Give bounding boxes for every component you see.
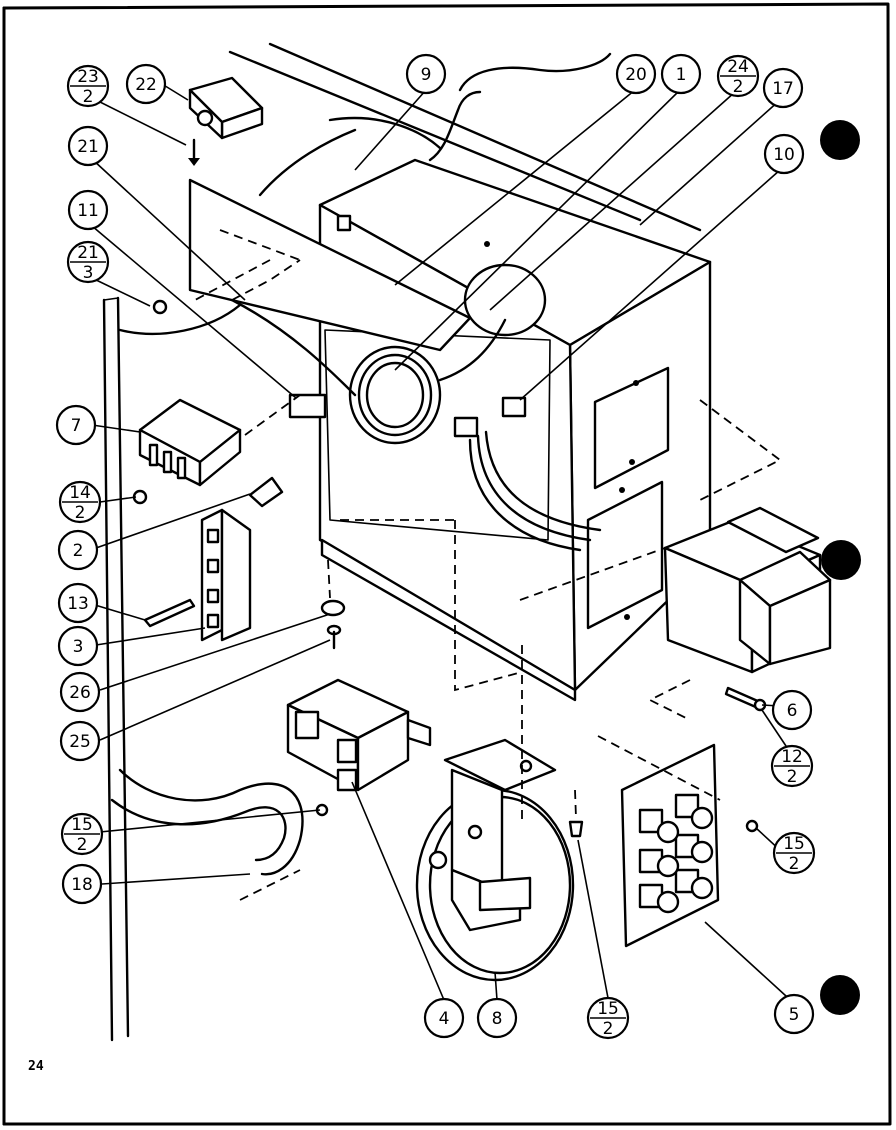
cabinet-side-rail <box>102 296 130 1042</box>
screw <box>152 299 168 315</box>
callout-9-label: 9 <box>421 65 432 85</box>
callout-15-2-bottom-bottom: 2 <box>603 1019 614 1039</box>
fan-motor <box>415 738 575 982</box>
callout-12-2: 12 2 <box>770 744 814 788</box>
callout-23-2: 23 2 <box>66 64 110 108</box>
callout-12-2-bottom: 2 <box>787 767 798 787</box>
punch-hole <box>820 120 860 160</box>
callout-24-2: 24 2 <box>716 54 760 98</box>
callout-21: 21 <box>67 125 109 167</box>
callout-25: 25 <box>59 720 101 762</box>
selector-switch <box>597 735 721 948</box>
callout-1-label: 1 <box>676 65 687 85</box>
callout-23-2-bottom: 2 <box>83 87 94 107</box>
callout-25-label: 25 <box>69 732 91 752</box>
callout-6: 6 <box>771 689 813 731</box>
callout-10-label: 10 <box>773 145 795 165</box>
flexible-conduit <box>110 768 304 901</box>
callout-14-2-top: 14 <box>69 483 91 503</box>
binder-holes <box>820 120 861 1015</box>
callout-3: 3 <box>57 625 99 667</box>
leader-lines <box>87 83 791 1001</box>
screw <box>724 686 767 712</box>
callout-6-label: 6 <box>787 701 798 721</box>
screw <box>745 819 759 833</box>
callout-15-2-right-bottom: 2 <box>789 854 800 874</box>
callout-24-2-top: 24 <box>727 57 749 77</box>
callout-4: 4 <box>423 997 465 1039</box>
callout-11-label: 11 <box>77 201 99 221</box>
callout-23-2-top: 23 <box>77 67 99 87</box>
callout-2-label: 2 <box>73 541 84 561</box>
callout-20-label: 20 <box>625 65 647 85</box>
wire-nut <box>248 476 284 508</box>
callout-15-2-right-top: 15 <box>783 834 805 854</box>
callout-8: 8 <box>476 997 518 1039</box>
relay-block <box>138 394 301 487</box>
callout-15-2-left-top: 15 <box>71 815 93 835</box>
callout-24-2-bottom: 2 <box>733 77 744 97</box>
transformer <box>663 506 832 674</box>
contactor <box>286 678 432 792</box>
callout-22-label: 22 <box>135 75 157 95</box>
callout-1: 1 <box>660 53 702 95</box>
terminal-panel <box>188 178 472 352</box>
callout-26: 26 <box>59 671 101 713</box>
callout-13: 13 <box>57 582 99 624</box>
callout-14-2-bottom: 2 <box>75 503 86 523</box>
callout-15-2-bottom-top: 15 <box>597 999 619 1019</box>
callout-21-3: 21 3 <box>66 240 110 284</box>
punch-hole <box>820 975 860 1015</box>
callout-12-2-top: 12 <box>781 747 803 767</box>
screw <box>188 138 200 166</box>
callout-11: 11 <box>67 189 109 231</box>
screw <box>568 789 584 838</box>
callout-21-label: 21 <box>77 137 99 157</box>
assembly-lines <box>231 259 782 820</box>
callout-17: 17 <box>762 67 804 109</box>
callout-15-2-left: 15 2 <box>60 812 104 856</box>
callout-13-label: 13 <box>67 594 89 614</box>
callout-2: 2 <box>57 529 99 571</box>
callout-26-label: 26 <box>69 683 91 703</box>
terminal-strip <box>200 508 252 642</box>
callout-15-2-right: 15 2 <box>772 831 816 875</box>
callout-7-label: 7 <box>71 416 82 436</box>
callout-8-label: 8 <box>492 1009 503 1029</box>
page-number: 24 <box>28 1059 44 1074</box>
screw <box>143 598 196 628</box>
thermostat-switch <box>188 76 264 140</box>
callout-3-label: 3 <box>73 637 84 657</box>
callout-5-label: 5 <box>789 1005 800 1025</box>
control-box <box>318 158 712 702</box>
callout-20: 20 <box>615 53 657 95</box>
washer-and-bolt <box>320 559 346 650</box>
callout-9: 9 <box>405 53 447 95</box>
callout-18: 18 <box>61 863 103 905</box>
callout-21-3-top: 21 <box>77 243 99 263</box>
callout-15-2-bottom: 15 2 <box>586 996 630 1040</box>
callout-21-3-bottom: 3 <box>83 263 94 283</box>
callout-15-2-left-bottom: 2 <box>77 835 88 855</box>
callout-22: 22 <box>125 63 167 105</box>
callout-5: 5 <box>773 993 815 1035</box>
callout-7: 7 <box>55 404 97 446</box>
punch-hole <box>821 540 861 580</box>
callout-10: 10 <box>763 133 805 175</box>
callout-14-2: 14 2 <box>58 480 102 524</box>
wire-harness <box>118 128 602 552</box>
callout-4-label: 4 <box>439 1009 450 1029</box>
callout-17-label: 17 <box>772 79 794 99</box>
callout-18-label: 18 <box>71 875 93 895</box>
